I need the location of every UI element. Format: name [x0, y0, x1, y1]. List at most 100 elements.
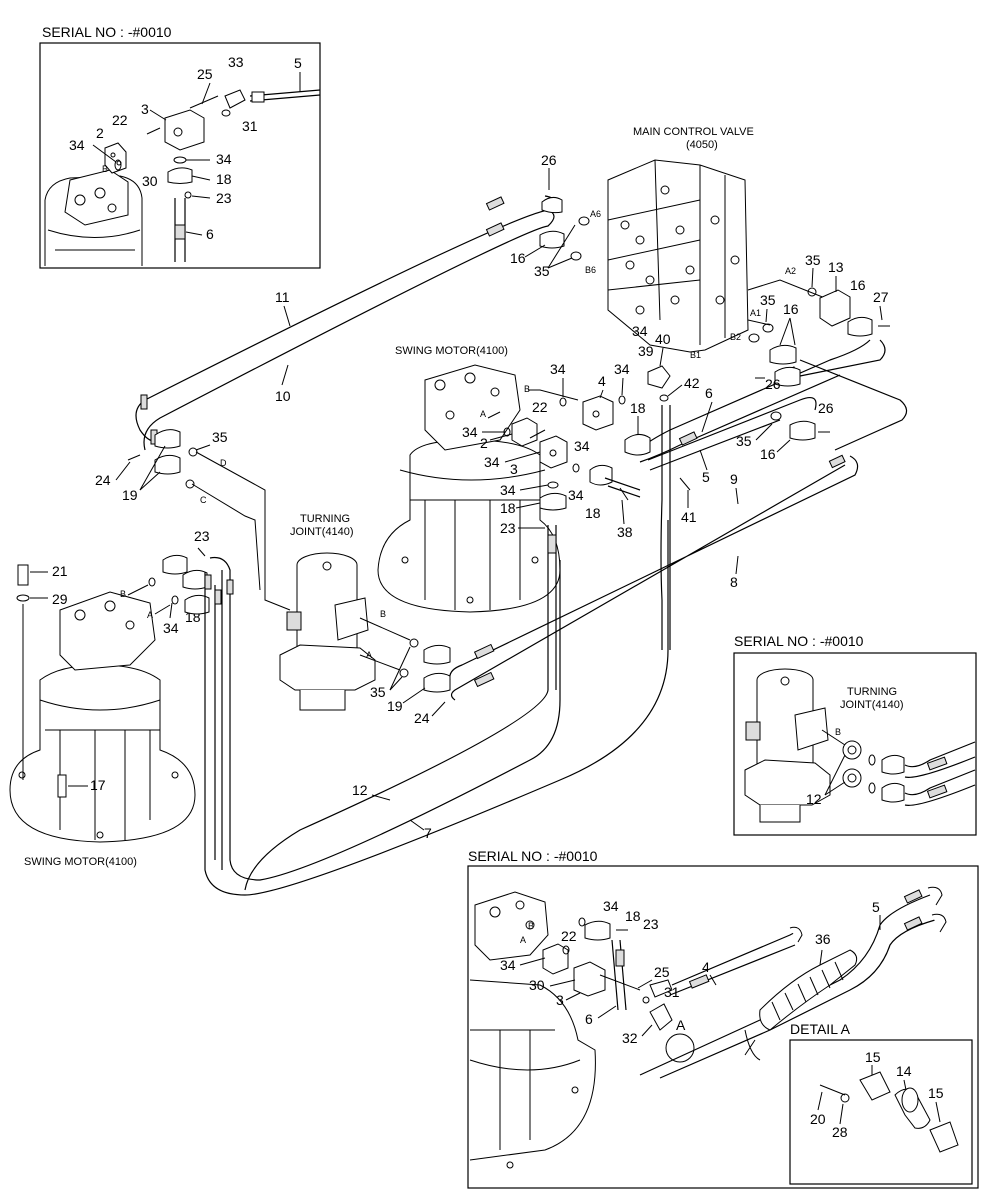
- part-label: 29: [52, 591, 68, 607]
- left-fittings: D C 35 24 19: [95, 429, 291, 611]
- part-label: 22: [532, 399, 548, 415]
- block-13: [819, 289, 851, 327]
- part-label: 28: [832, 1124, 848, 1140]
- part-label: 41: [681, 509, 697, 525]
- part-label: 24: [95, 472, 111, 488]
- inset-turning-joint-title-1: TURNING: [847, 686, 897, 698]
- part-label: 5: [872, 899, 880, 915]
- split-flange-16-b: [789, 420, 816, 441]
- part-label: 27: [873, 289, 889, 305]
- inset-mid-right: SERIAL NO : -#0010 TURNING JOINT(4140) B…: [733, 633, 977, 836]
- part-label: 13: [828, 259, 844, 275]
- part-label: 34: [614, 361, 630, 377]
- turning-joint: TURNING JOINT(4140) B A 35 19 24: [279, 513, 451, 726]
- hose-5: [647, 397, 817, 471]
- part-label: 34: [550, 361, 566, 377]
- port-label: B1: [690, 350, 701, 360]
- port-label: B: [524, 384, 530, 394]
- part-label: 34: [69, 137, 85, 153]
- part-label: 5: [702, 469, 710, 485]
- part-label: 19: [122, 487, 138, 503]
- inset-block: [164, 109, 205, 151]
- part-label: 20: [810, 1111, 826, 1127]
- part-label: 34: [163, 620, 179, 636]
- block-3: [539, 435, 568, 469]
- turning-joint-title-1: TURNING: [300, 513, 350, 525]
- part-label: 34: [603, 898, 619, 914]
- part-label: 34: [484, 454, 500, 470]
- part-label: 34: [632, 323, 648, 339]
- part-label: 7: [424, 825, 432, 841]
- part-label: 22: [561, 928, 577, 944]
- part-label: 18: [630, 400, 646, 416]
- inset-split-flange: [167, 167, 193, 184]
- part-label: 40: [655, 331, 671, 347]
- part-label: 6: [206, 226, 214, 242]
- inset-port-b: B: [835, 727, 841, 737]
- part-label: 30: [529, 977, 545, 993]
- part-label: 3: [141, 101, 149, 117]
- swing-motor-upper-title: SWING MOTOR(4100): [395, 345, 508, 357]
- main-control-valve: MAIN CONTROL VALVE (4050) A6 B6 A2 A1 B2…: [570, 126, 831, 360]
- part-label: 2: [96, 125, 104, 141]
- inset-mid-right-serial: SERIAL NO : -#0010: [734, 633, 864, 649]
- part-label: 18: [625, 908, 641, 924]
- part-label: 16: [510, 250, 526, 266]
- part-label: 38: [617, 524, 633, 540]
- part-label: 35: [534, 263, 550, 279]
- right-fittings: 35 13 16 27 35 16 26 26 35 16 9 8: [449, 252, 908, 701]
- part-label: 26: [818, 400, 834, 416]
- part-label: 34: [462, 424, 478, 440]
- inset-motor-body: [44, 175, 143, 266]
- part-label: 23: [500, 520, 516, 536]
- swing-motor-upper: SWING MOTOR(4100) B A: [377, 345, 579, 613]
- part-label: 34: [500, 957, 516, 973]
- upper-motor-housing: [377, 439, 561, 613]
- part-label: 18: [216, 171, 232, 187]
- upper-motor-valve-block: [424, 364, 521, 451]
- port-label: B2: [730, 332, 741, 342]
- part-label: 35: [736, 433, 752, 449]
- block-4: [582, 395, 614, 431]
- part-label: 34: [568, 487, 584, 503]
- part-label: 18: [585, 505, 601, 521]
- hose-8-9: [449, 455, 859, 701]
- part-label: 34: [574, 438, 590, 454]
- part-label: 12: [806, 791, 822, 807]
- svg-text:B: B: [102, 164, 108, 174]
- part-label: 23: [216, 190, 232, 206]
- hose-7: [204, 520, 669, 896]
- swing-motor-lower-title: SWING MOTOR(4100): [24, 856, 137, 868]
- port-label: A: [480, 409, 486, 419]
- part-label: 23: [643, 916, 659, 932]
- part-label: 33: [228, 54, 244, 70]
- part-label: 15: [865, 1049, 881, 1065]
- part-label: 30: [142, 173, 158, 189]
- part-label: 6: [705, 385, 713, 401]
- part-label: 17: [90, 777, 106, 793]
- part-label: 35: [805, 252, 821, 268]
- part-label: 16: [850, 277, 866, 293]
- port-label: B6: [585, 265, 596, 275]
- inset-turning-joint-title-2: JOINT(4140): [840, 699, 904, 711]
- port-label: A2: [785, 266, 796, 276]
- part-label: 2: [480, 435, 488, 451]
- svg-text:B: B: [120, 589, 126, 599]
- main-control-valve-title: MAIN CONTROL VALVE: [633, 126, 754, 138]
- part-label: 42: [684, 375, 700, 391]
- hose-10-11: 26 16 35 11 10: [135, 152, 576, 451]
- port-label: A1: [750, 308, 761, 318]
- part-label: 16: [760, 446, 776, 462]
- part-label: 14: [896, 1063, 912, 1079]
- svg-text:A: A: [366, 650, 372, 660]
- part-label: 9: [730, 471, 738, 487]
- inset-elbow-fitting: [224, 89, 246, 109]
- part-label: 24: [414, 710, 430, 726]
- inset-bottom-right-serial: SERIAL NO : -#0010: [468, 848, 598, 864]
- part-label: 18: [500, 500, 516, 516]
- port-label: A6: [590, 209, 601, 219]
- svg-text:B: B: [528, 921, 534, 931]
- part-label: 25: [197, 66, 213, 82]
- detail-a-box: [789, 1039, 973, 1185]
- part-label: 26: [765, 376, 781, 392]
